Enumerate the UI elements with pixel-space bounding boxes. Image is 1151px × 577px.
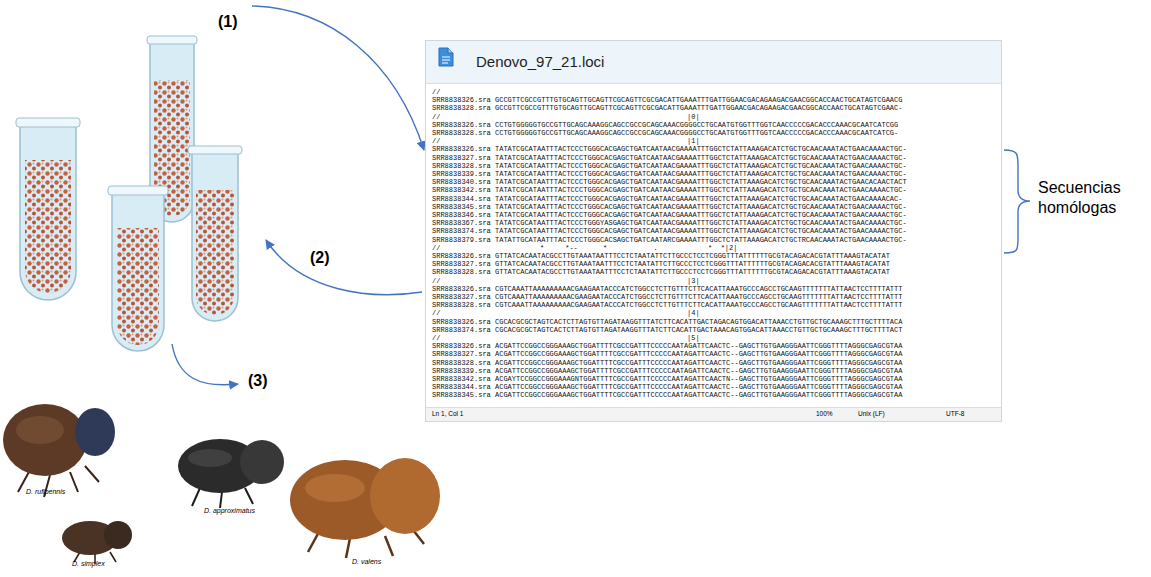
sequence-row: SRR8838367.sra TATATCGCATAATTTACTCCCTGGG…: [432, 219, 907, 227]
locus-number: |0|: [687, 113, 700, 121]
sequence-row: SRR8838344.sra ACGATTCCGGCCGGGAAAGCTGGAT…: [432, 383, 902, 391]
locus-separator: //: [432, 277, 440, 285]
status-text: 100%: [816, 410, 833, 417]
beetle-simplex: [62, 521, 132, 564]
sequence-row: SRR8838342.sra ACGAYTCCGGCCGGGAAAGNTGGAT…: [432, 375, 902, 383]
window-title: Denovo_97_21.loci: [476, 53, 604, 70]
status-text: Unix (LF): [858, 410, 885, 417]
test-tubes: [16, 36, 242, 351]
sequence-row: SRR8838328.sra TATATCGCATAATTTACTCCCTGGG…: [432, 162, 907, 170]
beetle-approximatus: [178, 439, 284, 508]
species-name: D. simplex: [72, 560, 105, 568]
sequence-row: SRR8838340.sra TATATCGCATAATTTACTCCCTGGG…: [432, 178, 907, 186]
status-text: UTF-8: [946, 410, 964, 417]
locus-number: * *-- * . * *|2|: [540, 244, 737, 252]
sequence-row: SRR8838327.sra CGTCAAATTAAAAAAAAACGAAGAA…: [432, 293, 902, 301]
sequence-row: SRR8838342.sra TATATCGCATAATTTACTCCCTGGG…: [432, 186, 907, 194]
sequence-row: SRR8838328.sra ACGATTCCGGCCGGGAAAGCTGGAT…: [432, 359, 902, 367]
locus-number: |5|: [687, 334, 700, 342]
beetle-valens: [290, 458, 440, 558]
species-name: D. approximatus: [204, 507, 255, 515]
sequence-row: SRR8838326.sra GCCGTTCGCCGTTTGTGCAGTTGCA…: [432, 96, 902, 104]
locus-separator: //: [432, 113, 440, 121]
sequence-row: SRR8838328.sra CGTCAAATTAAAAAAAAACGAAGAA…: [432, 301, 902, 309]
sequence-row: SRR8838326.sra TATATCGCATAATTTACTCCCTGGG…: [432, 145, 907, 153]
file-icon: [438, 47, 454, 67]
sequence-row: SRR8838326.sra ACGATTCCGGCCGGGAAAGCTGGAT…: [432, 342, 902, 350]
status-text: Ln 1, Col 1: [432, 410, 463, 417]
sequence-row: SRR8838326.sra CGTCAAATTAAAAAAAAACGAAGAA…: [432, 285, 902, 293]
sequence-row: SRR8838326.sra CGCACGCGCTAGTCACTCTTAGTGT…: [432, 318, 902, 326]
locus-separator: //: [432, 88, 440, 96]
locus-separator: //: [432, 334, 440, 342]
sequence-row: SRR8838379.sra TATATTGCATAATTTACTCCCTGGG…: [432, 236, 907, 244]
sequence-row: SRR8838345.sra ACGATTCCGGCCGGGAAAGCTGGAT…: [432, 391, 902, 399]
flow-arrow: [266, 240, 422, 295]
locus-number: |3|: [687, 277, 700, 285]
locus-separator: //: [432, 309, 440, 317]
sequence-row: SRR8838326.sra CCTGTGGGGGTGCCGTTGCAGCAAA…: [432, 121, 898, 129]
sequence-row: SRR8838344.sra TATATCGCATAATTTACTCCCTGGG…: [432, 195, 902, 203]
sequence-row: SRR8838328.sra GCCGTTCGCCGTTTGTGCAGTTGCA…: [432, 104, 902, 112]
step-number: (3): [246, 372, 270, 390]
flow-arrow: [172, 344, 238, 385]
locus-number: |1|: [687, 137, 700, 145]
status-bar: [426, 407, 1001, 421]
sequence-row: SRR8838346.sra TATATCGCATAATTTACTCCCTGGG…: [432, 211, 907, 219]
flow-arrow: [252, 6, 424, 150]
curly-brace: [1004, 150, 1030, 253]
step-number: (1): [216, 13, 240, 31]
locus-separator: //: [432, 244, 440, 252]
sequence-row: SRR8838328.sra GTTATCACAATACGCCTTGTAAATA…: [432, 268, 890, 276]
species-name: D. valens: [352, 558, 381, 566]
locus-number: |4|: [687, 309, 700, 317]
sequence-row: SRR8838374.sra CGCACGCGCTAGTCACTCTTAGTGT…: [432, 326, 902, 334]
sequence-row: SRR8838339.sra ACGATTCCGGCCGGGAAAGCTGGAT…: [432, 367, 902, 375]
sequence-row: SRR8838339.sra TATATCGCATAATTTACTCCCTGGG…: [432, 170, 907, 178]
sequence-row: SRR8838327.sra GTTATCACAATACGCCTTGTAAATA…: [432, 260, 890, 268]
species-name: D. rufipennis: [26, 488, 65, 496]
beetle-rufipennis: [3, 404, 115, 497]
sequence-row: SRR8838327.sra TATATCGCATAATTTACTCCCTGGG…: [432, 154, 907, 162]
sequence-row: SRR8838374.sra TATATCGCATAATTTACTCCCTGGG…: [432, 227, 907, 235]
locus-separator: //: [432, 137, 440, 145]
sequence-row: SRR8838326.sra GTTATCACAATACGCCTTGTAAATA…: [432, 252, 890, 260]
sequence-row: SRR8838345.sra TATATCGCATAATTTACTCCCTGGG…: [432, 203, 907, 211]
step-number: (2): [308, 249, 332, 267]
bracket-label: Secuencias homólogas: [1038, 178, 1150, 218]
sequence-row: SRR8838328.sra CCTGTGGGGGTGCCGTTGCAGCAAA…: [432, 129, 898, 137]
sequence-row: SRR8838327.sra ACGATTCCGGCCGGGAAAGCTGGAT…: [432, 350, 902, 358]
